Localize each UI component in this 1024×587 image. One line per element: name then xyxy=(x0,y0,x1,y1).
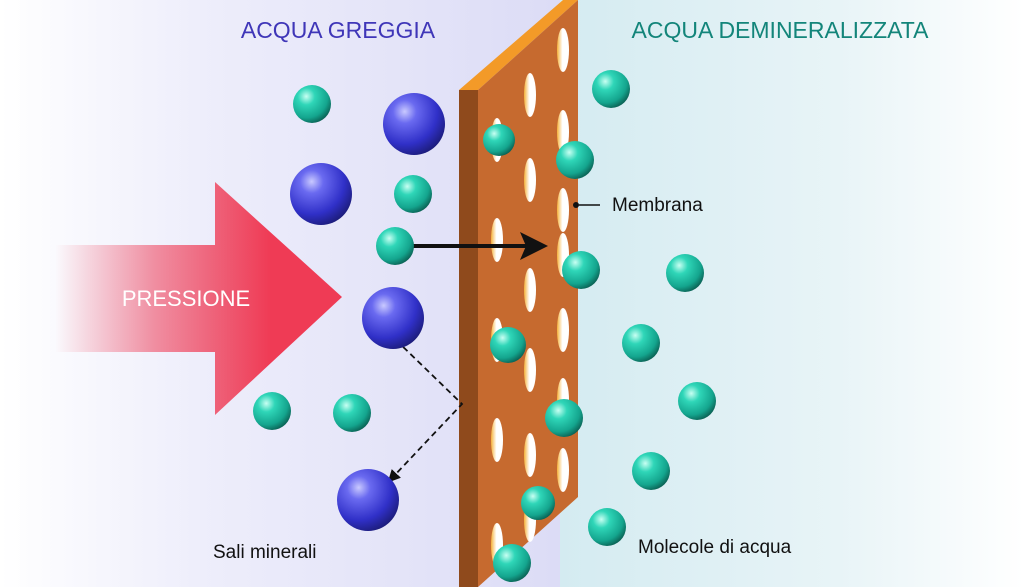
water-molecule xyxy=(666,254,704,292)
water-molecule xyxy=(490,327,526,363)
water-molecule xyxy=(592,70,630,108)
salt-rejection-path xyxy=(387,339,464,483)
salt-molecule xyxy=(362,287,424,349)
water-molecule xyxy=(493,544,531,582)
water-molecules-label: Molecole di acqua xyxy=(638,537,792,558)
water-molecule xyxy=(556,141,594,179)
water-molecule xyxy=(253,392,291,430)
membrane-label: Membrana xyxy=(612,195,703,216)
water-molecule xyxy=(376,227,414,265)
water-molecule xyxy=(394,175,432,213)
salt-molecules xyxy=(290,93,445,531)
water-molecule xyxy=(632,452,670,490)
water-molecule xyxy=(588,508,626,546)
water-molecule xyxy=(333,394,371,432)
membrane xyxy=(459,0,579,587)
water-molecule xyxy=(622,324,660,362)
water-molecule xyxy=(562,251,600,289)
demineralized-water-title: ACQUA DEMINERALIZZATA xyxy=(632,17,930,43)
water-molecule xyxy=(678,382,716,420)
raw-water-title: ACQUA GREGGIA xyxy=(241,17,436,43)
water-molecule xyxy=(483,124,515,156)
salt-molecule xyxy=(290,163,352,225)
water-molecules xyxy=(253,70,716,582)
membrane-marker-dot xyxy=(573,202,579,208)
salt-molecule xyxy=(337,469,399,531)
pressure-label: PRESSIONE xyxy=(122,286,250,311)
salts-label: Sali minerali xyxy=(213,542,316,563)
water-molecule xyxy=(293,85,331,123)
salt-molecule xyxy=(383,93,445,155)
demineralized-water-region xyxy=(560,0,1024,587)
water-molecule xyxy=(521,486,555,520)
membrane-top-edge xyxy=(459,0,578,90)
membrane-side xyxy=(459,90,478,587)
pressure-arrow xyxy=(55,182,342,415)
water-flow-arrow-head xyxy=(520,232,548,260)
water-molecule xyxy=(545,399,583,437)
